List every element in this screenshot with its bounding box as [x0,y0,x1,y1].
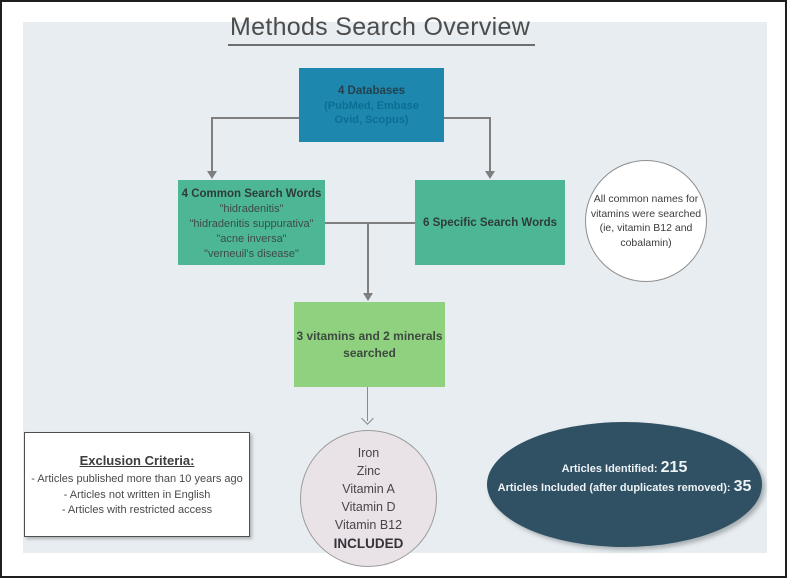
vitamins-minerals-line: searched [343,345,396,360]
search-term: "hidradenitis suppurativa" [189,218,314,230]
vitamins-minerals-box: 3 vitamins and 2 minerals searched [294,302,445,387]
exclusion-criterion: - Articles with restricted access [61,504,213,516]
connector-middle-vertical [367,222,369,294]
arrowhead-down-left-icon [207,171,217,179]
connector-top-right-vertical [489,117,491,172]
specific-search-words-title: 6 Specific Search Words [422,216,557,229]
articles-identified-count: 215 [660,458,688,476]
articles-included-label: Articles Included (after duplicates remo… [497,481,734,494]
included-item: Vitamin D [341,500,396,514]
common-search-words-title: 4 Common Search Words [181,188,322,200]
articles-included-count: 35 [733,477,752,495]
included-item: Vitamin A [342,482,395,496]
vitamins-note-circle: All common names for vitamins were searc… [585,160,707,282]
included-item: Zinc [356,464,381,478]
included-items-circle: Iron Zinc Vitamin A Vitamin D Vitamin B1… [300,430,437,567]
databases-box: 4 Databases (PubMed, Embase Ovid, Scopus… [299,68,444,142]
arrowhead-down-right-icon [485,171,495,179]
note-line: All common names for [593,193,699,205]
search-term: "verneuil's disease" [204,248,299,260]
articles-identified-label: Articles Identified: [561,462,661,475]
included-label: INCLUDED [333,536,404,551]
exclusion-criterion: - Articles published more than 10 years … [31,473,243,485]
articles-included-row: Articles Included (after duplicates remo… [498,475,752,500]
connector-bottom-vertical [367,387,368,421]
databases-box-title: 4 Databases [337,84,406,97]
connector-between-boxes-horizontal [324,222,415,224]
note-line: (ie, vitamin B12 and [599,222,693,234]
search-term: "hidradenitis" [219,203,284,215]
vitamins-minerals-line: 3 vitamins and 2 minerals [296,328,443,343]
databases-box-line: Ovid, Scopus) [334,113,409,126]
exclusion-criterion: - Articles not written in English [63,488,211,501]
results-ellipse: Articles Identified: 215 Articles Includ… [487,422,762,547]
connector-top-right-horizontal [444,117,490,119]
included-item: Iron [357,446,380,460]
databases-box-line: (PubMed, Embase [324,99,419,112]
exclusion-criteria-box: Exclusion Criteria: - Articles published… [24,432,250,537]
included-item: Vitamin B12 [334,518,403,532]
common-search-words-box: 4 Common Search Words "hidradenitis" "hi… [178,180,325,265]
page-title: Methods Search Overview [228,13,536,46]
note-line: cobalamin) [620,236,672,249]
note-line: vitamins were searched [590,207,702,220]
connector-top-left-horizontal [212,117,299,119]
search-term: "acne inversa" [216,233,287,245]
arrowhead-down-middle-icon [363,293,373,301]
specific-search-words-box: 6 Specific Search Words [415,180,565,265]
articles-identified-row: Articles Identified: 215 [562,456,688,481]
connector-top-left-vertical [211,117,213,172]
exclusion-criteria-title: Exclusion Criteria: [79,453,195,468]
